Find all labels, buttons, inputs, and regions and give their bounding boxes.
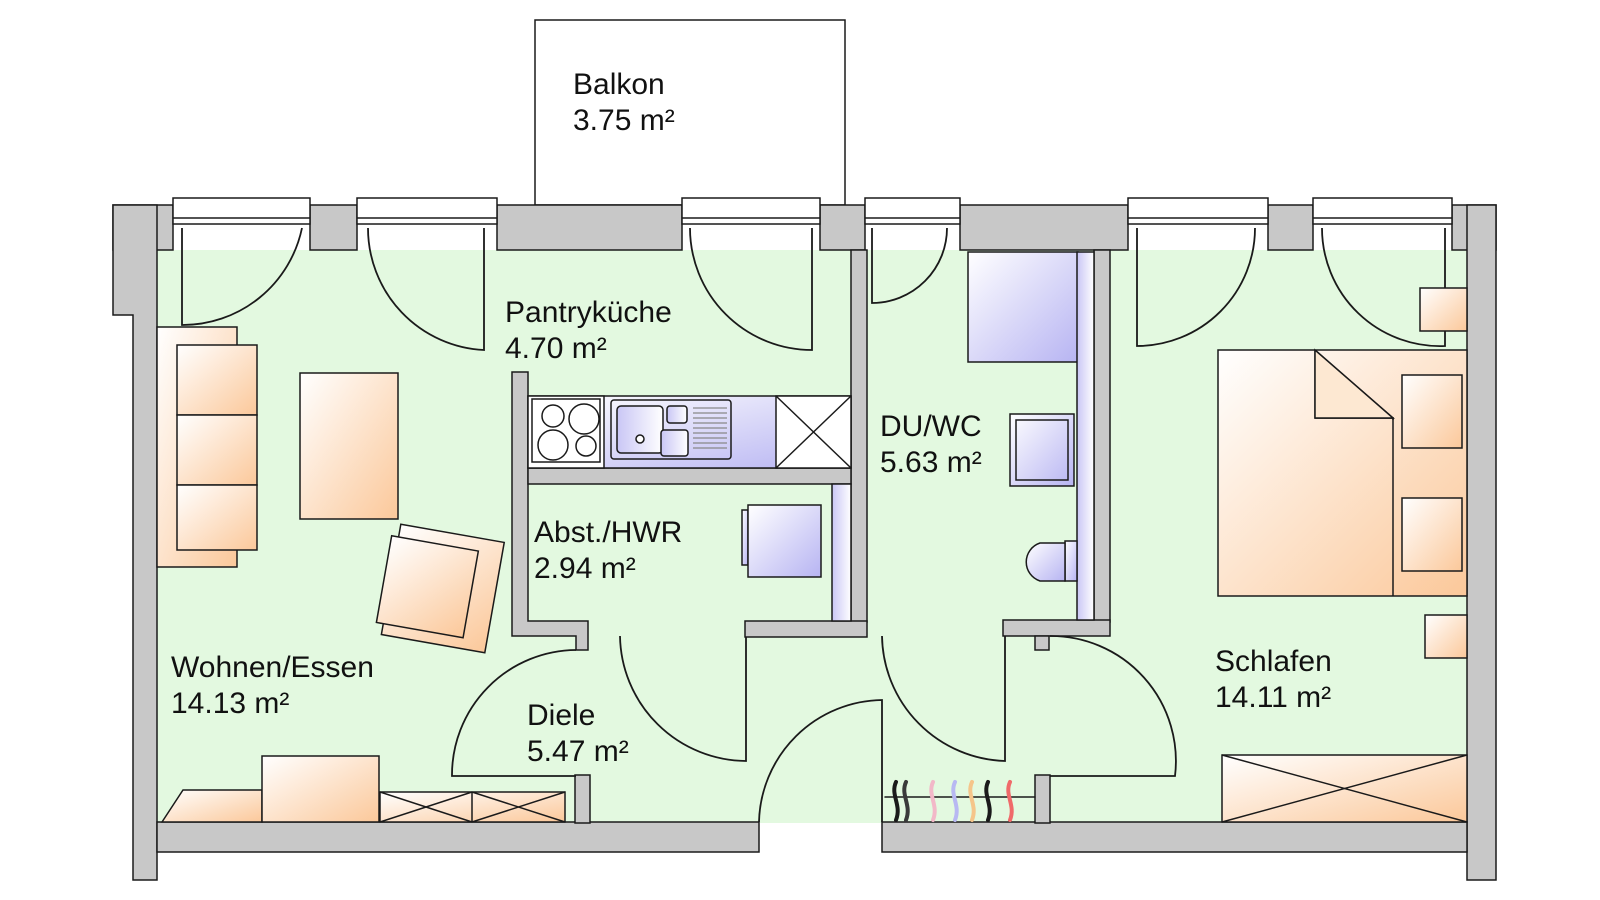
svg-text:Pantryküche: Pantryküche	[505, 296, 672, 329]
svg-text:Schlafen: Schlafen	[1215, 645, 1332, 678]
dining-table	[299, 372, 399, 520]
sideboard	[160, 755, 380, 823]
svg-text:2.94 m²: 2.94 m²	[534, 552, 636, 585]
wardrobe	[1221, 754, 1468, 823]
svg-text:3.75 m²: 3.75 m²	[573, 104, 675, 137]
svg-text:Balkon: Balkon	[573, 68, 665, 101]
windows	[172, 197, 1453, 225]
room-label-pantry: Pantryküche 4.70 m²	[505, 296, 672, 365]
room-label-wohnen: Wohnen/Essen 14.13 m²	[171, 651, 374, 720]
svg-text:DU/WC: DU/WC	[880, 410, 982, 443]
armchair	[375, 523, 506, 654]
storage-shelf	[831, 483, 852, 622]
balcony-outline	[534, 19, 846, 206]
washing-machine	[741, 504, 822, 578]
room-label-diele: Diele 5.47 m²	[527, 699, 629, 768]
shelf-cabinet	[379, 791, 566, 823]
room-label-balkon: Balkon 3.75 m²	[573, 68, 675, 137]
toilet-icon	[1025, 540, 1078, 582]
nightstand-top	[1419, 287, 1468, 332]
bath-partition	[1076, 251, 1095, 621]
svg-text:4.70 m²: 4.70 m²	[505, 332, 607, 365]
svg-text:Diele: Diele	[527, 699, 595, 732]
svg-text:14.13 m²: 14.13 m²	[171, 687, 289, 720]
nightstand-bottom	[1424, 614, 1468, 659]
svg-text:Abst./HWR: Abst./HWR	[534, 516, 682, 549]
room-label-duwc: DU/WC 5.63 m²	[880, 410, 982, 479]
svg-text:Wohnen/Essen: Wohnen/Essen	[171, 651, 374, 684]
washbasin-icon	[1009, 413, 1075, 487]
walls	[112, 204, 1497, 881]
bed	[1217, 348, 1468, 597]
room-label-schlafen: Schlafen 14.11 m²	[1215, 645, 1332, 714]
svg-text:5.47 m²: 5.47 m²	[527, 735, 629, 768]
sink-icon	[610, 399, 732, 460]
svg-text:14.11 m²: 14.11 m²	[1215, 681, 1331, 714]
sofa	[156, 326, 258, 568]
svg-text:5.63 m²: 5.63 m²	[880, 446, 982, 479]
room-label-abst: Abst./HWR 2.94 m²	[534, 516, 682, 585]
stove-icon	[531, 398, 601, 463]
shower-tray	[967, 251, 1079, 363]
door-swings	[181, 227, 1446, 823]
coat-rack	[884, 780, 1036, 822]
